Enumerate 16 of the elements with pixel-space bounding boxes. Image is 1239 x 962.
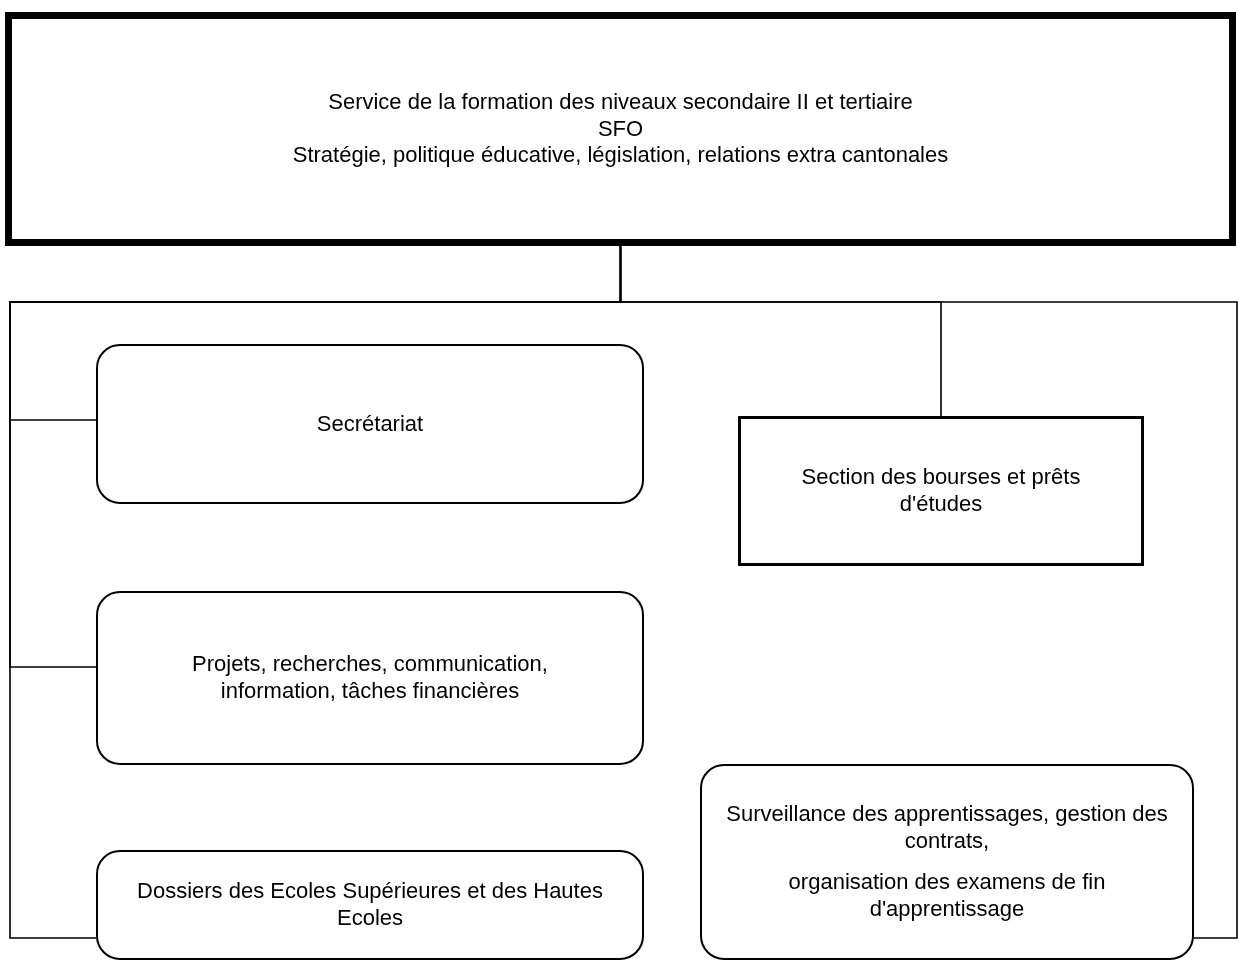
box-text: organisation des examens de fin d'apprentissage [787,869,1107,923]
unit-box [700,764,1194,960]
section-box [738,416,1144,566]
box-text: Secrétariat [316,410,424,438]
unit-box [96,344,644,504]
unit-box [96,850,644,960]
box-text: Service de la formation des niveaux secondaire II et tertiaire [328,88,913,116]
box-text: SFO [597,115,644,143]
box-text: Projets, recherches, communication, information, tâches financières [191,651,549,705]
box-text: Dossiers des Ecoles Supérieures et des Hautes Ecoles [136,878,604,932]
box-text: Section des bourses et prêts d'études [800,464,1082,518]
unit-box [96,591,644,765]
connector-line [9,245,622,939]
header-box [5,12,1236,246]
box-text: Surveillance des apprentissages, gestion des contrats, [725,801,1169,855]
box-text: Stratégie, politique éducative, législation, relations extra cantonales [292,142,949,170]
